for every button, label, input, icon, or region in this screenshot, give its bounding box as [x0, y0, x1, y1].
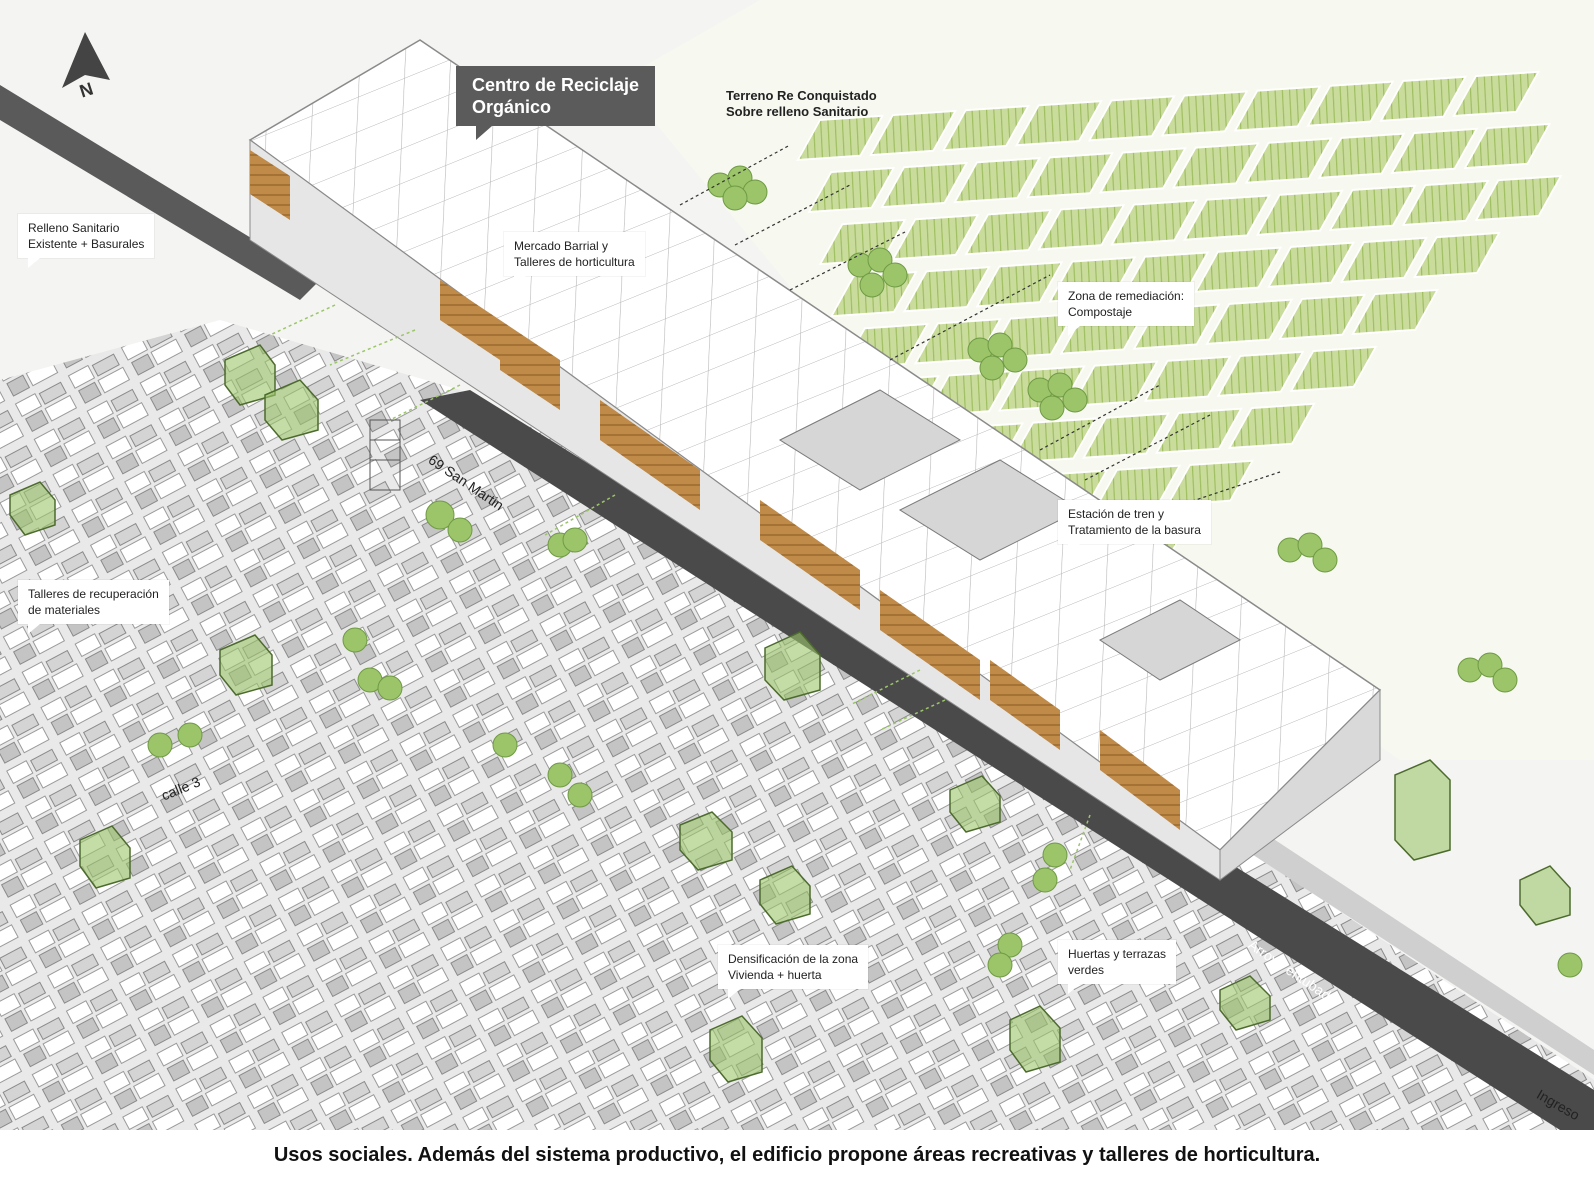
label-densificacion: Densificación de la zona Vivienda + huer… [718, 945, 869, 999]
green-plot-grid [796, 70, 1563, 630]
road-san-martin [0, 85, 320, 300]
arroyo-entubado [420, 390, 1594, 1130]
pedestrian-arrows [269, 304, 1091, 871]
label-huertas: Huertas y terrazas verdes [1058, 940, 1177, 994]
label-estacion-tren: Estación de tren y Tratamiento de la bas… [1058, 500, 1211, 554]
figure-caption: Usos sociales. Además del sistema produc… [273, 1143, 1321, 1166]
north-arrow-icon [62, 32, 110, 88]
rail-track [1230, 830, 1594, 1075]
label-talleres-recuperacion: Talleres de recuperación de materiales [18, 580, 169, 634]
label-zona-remediacion: Zona de remediación: Compostaje [1058, 282, 1195, 336]
vertical-tower [369, 419, 401, 491]
informal-settlement [0, 320, 1594, 1130]
label-relleno-sanitario: Relleno Sanitario Existente + Basurales [18, 214, 155, 268]
label-mercado-barrial: Mercado Barrial y Talleres de horticultu… [504, 232, 645, 286]
tree-clusters [147, 165, 1583, 978]
label-centro-reciclaje: Centro de Reciclaje Orgánico [456, 66, 656, 140]
label-terreno: Terreno Re Conquistado Sobre relleno San… [726, 88, 877, 119]
green-housing-units [9, 344, 1571, 1083]
